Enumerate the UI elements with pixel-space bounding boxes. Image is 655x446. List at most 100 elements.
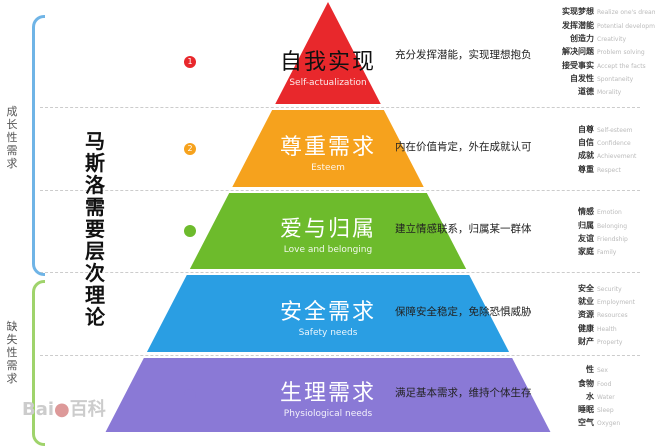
level-description: 充分发挥潜能，实现理想抱负 xyxy=(395,48,532,61)
keyword-zh: 解决问题 xyxy=(562,47,594,57)
level-marker: 2 xyxy=(184,142,196,155)
keyword-en: Emotion xyxy=(597,209,622,217)
pyramid-level-5 xyxy=(105,358,551,432)
pyramid-level-4 xyxy=(146,275,510,352)
level-name: 尊重需求 xyxy=(279,134,376,160)
keyword-zh: 实现梦想 xyxy=(562,7,594,17)
keyword-en: Oxygen xyxy=(597,420,621,428)
level-label: 爱与归属 Love and belonging xyxy=(228,211,428,255)
baidu-watermark: Bai●百科 xyxy=(22,399,106,420)
keyword-en: Water xyxy=(597,393,615,401)
level-divider xyxy=(40,190,640,191)
pyramid-level-2 xyxy=(232,110,424,187)
keyword-zh: 创造力 xyxy=(570,34,594,44)
keyword-en: Realize one's dream xyxy=(597,9,655,17)
level-label: 自我实现 Self-actualization xyxy=(228,44,428,88)
keyword-zh: 发挥潜能 xyxy=(562,20,594,30)
level-marker xyxy=(184,389,196,401)
keyword-en: Sleep xyxy=(597,407,614,415)
level-divider xyxy=(40,272,640,273)
keyword-zh: 水 xyxy=(586,391,594,401)
deficiency-needs-label: 缺失性需求 xyxy=(6,320,18,385)
level-name-en: Safety needs xyxy=(298,327,358,338)
level-description: 保障安全稳定，免除恐惧威胁 xyxy=(395,305,532,318)
keyword-zh: 资源 xyxy=(578,310,594,320)
keyword-zh: 性 xyxy=(586,365,594,375)
level-description: 内在价值肯定，外在成就认可 xyxy=(395,140,532,153)
keyword-en: Self-esteem xyxy=(597,126,633,134)
keyword-en: Morality xyxy=(597,89,622,97)
level-description: 建立情感联系，归属某一群体 xyxy=(395,223,532,235)
keyword-en: Accept the facts xyxy=(597,62,646,70)
keyword-en: Spontaneity xyxy=(597,75,634,83)
keyword-en: Health xyxy=(597,325,617,333)
growth-needs-bracket xyxy=(32,15,45,276)
keyword-zh: 睡眠 xyxy=(578,405,594,415)
level-name: 爱与归属 xyxy=(279,217,376,242)
keyword-en: Belonging xyxy=(597,222,628,230)
keyword-en: Creativity xyxy=(597,36,627,44)
keyword-zh: 尊重 xyxy=(578,164,594,174)
pyramid xyxy=(105,2,551,432)
keyword-zh: 自信 xyxy=(578,138,594,148)
keyword-en: Sex xyxy=(597,367,608,375)
level-label: 生理需求 Physiological needs xyxy=(228,375,428,419)
keyword-zh: 财产 xyxy=(578,336,594,346)
keyword-en: Security xyxy=(597,285,622,293)
keyword-zh: 归属 xyxy=(578,220,594,230)
level-name: 自我实现 xyxy=(279,49,376,75)
keyword-zh: 道德 xyxy=(578,87,594,97)
level-name: 生理需求 xyxy=(279,381,376,406)
keyword-en: Property xyxy=(597,338,623,346)
keyword-zh: 健康 xyxy=(578,323,594,333)
keyword-en: Potential development xyxy=(597,22,655,30)
level-name-en: Physiological needs xyxy=(283,409,373,419)
level-name-en: Love and belonging xyxy=(283,245,373,255)
diagram-title: 马斯洛需要层次理论 xyxy=(85,129,105,329)
level-divider xyxy=(40,355,640,356)
keyword-zh: 空气 xyxy=(578,418,594,428)
level-name: 安全需求 xyxy=(279,299,376,325)
growth-needs-label: 成长性需求 xyxy=(6,105,18,170)
keyword-en: Resources xyxy=(597,312,628,320)
deficiency-needs-bracket xyxy=(32,280,45,446)
pyramid-level-1 xyxy=(275,2,381,104)
level-name-en: Esteem xyxy=(311,162,345,173)
keyword-zh: 就业 xyxy=(578,297,594,307)
level-marker xyxy=(184,307,196,320)
keyword-en: Food xyxy=(597,380,612,388)
keyword-zh: 友谊 xyxy=(578,233,594,243)
keyword-zh: 家庭 xyxy=(578,247,594,257)
keyword-en: Friendship xyxy=(597,235,628,243)
level-marker: 1 xyxy=(184,55,196,68)
keyword-en: Confidence xyxy=(597,140,631,148)
keyword-en: Achievement xyxy=(597,153,637,161)
level-label: 安全需求 Safety needs xyxy=(228,294,428,338)
keyword-zh: 接受事实 xyxy=(562,60,594,70)
level-marker xyxy=(184,225,196,237)
keyword-zh: 食物 xyxy=(578,378,594,388)
level-name-en: Self-actualization xyxy=(289,77,367,88)
keyword-zh: 自发性 xyxy=(570,73,594,83)
